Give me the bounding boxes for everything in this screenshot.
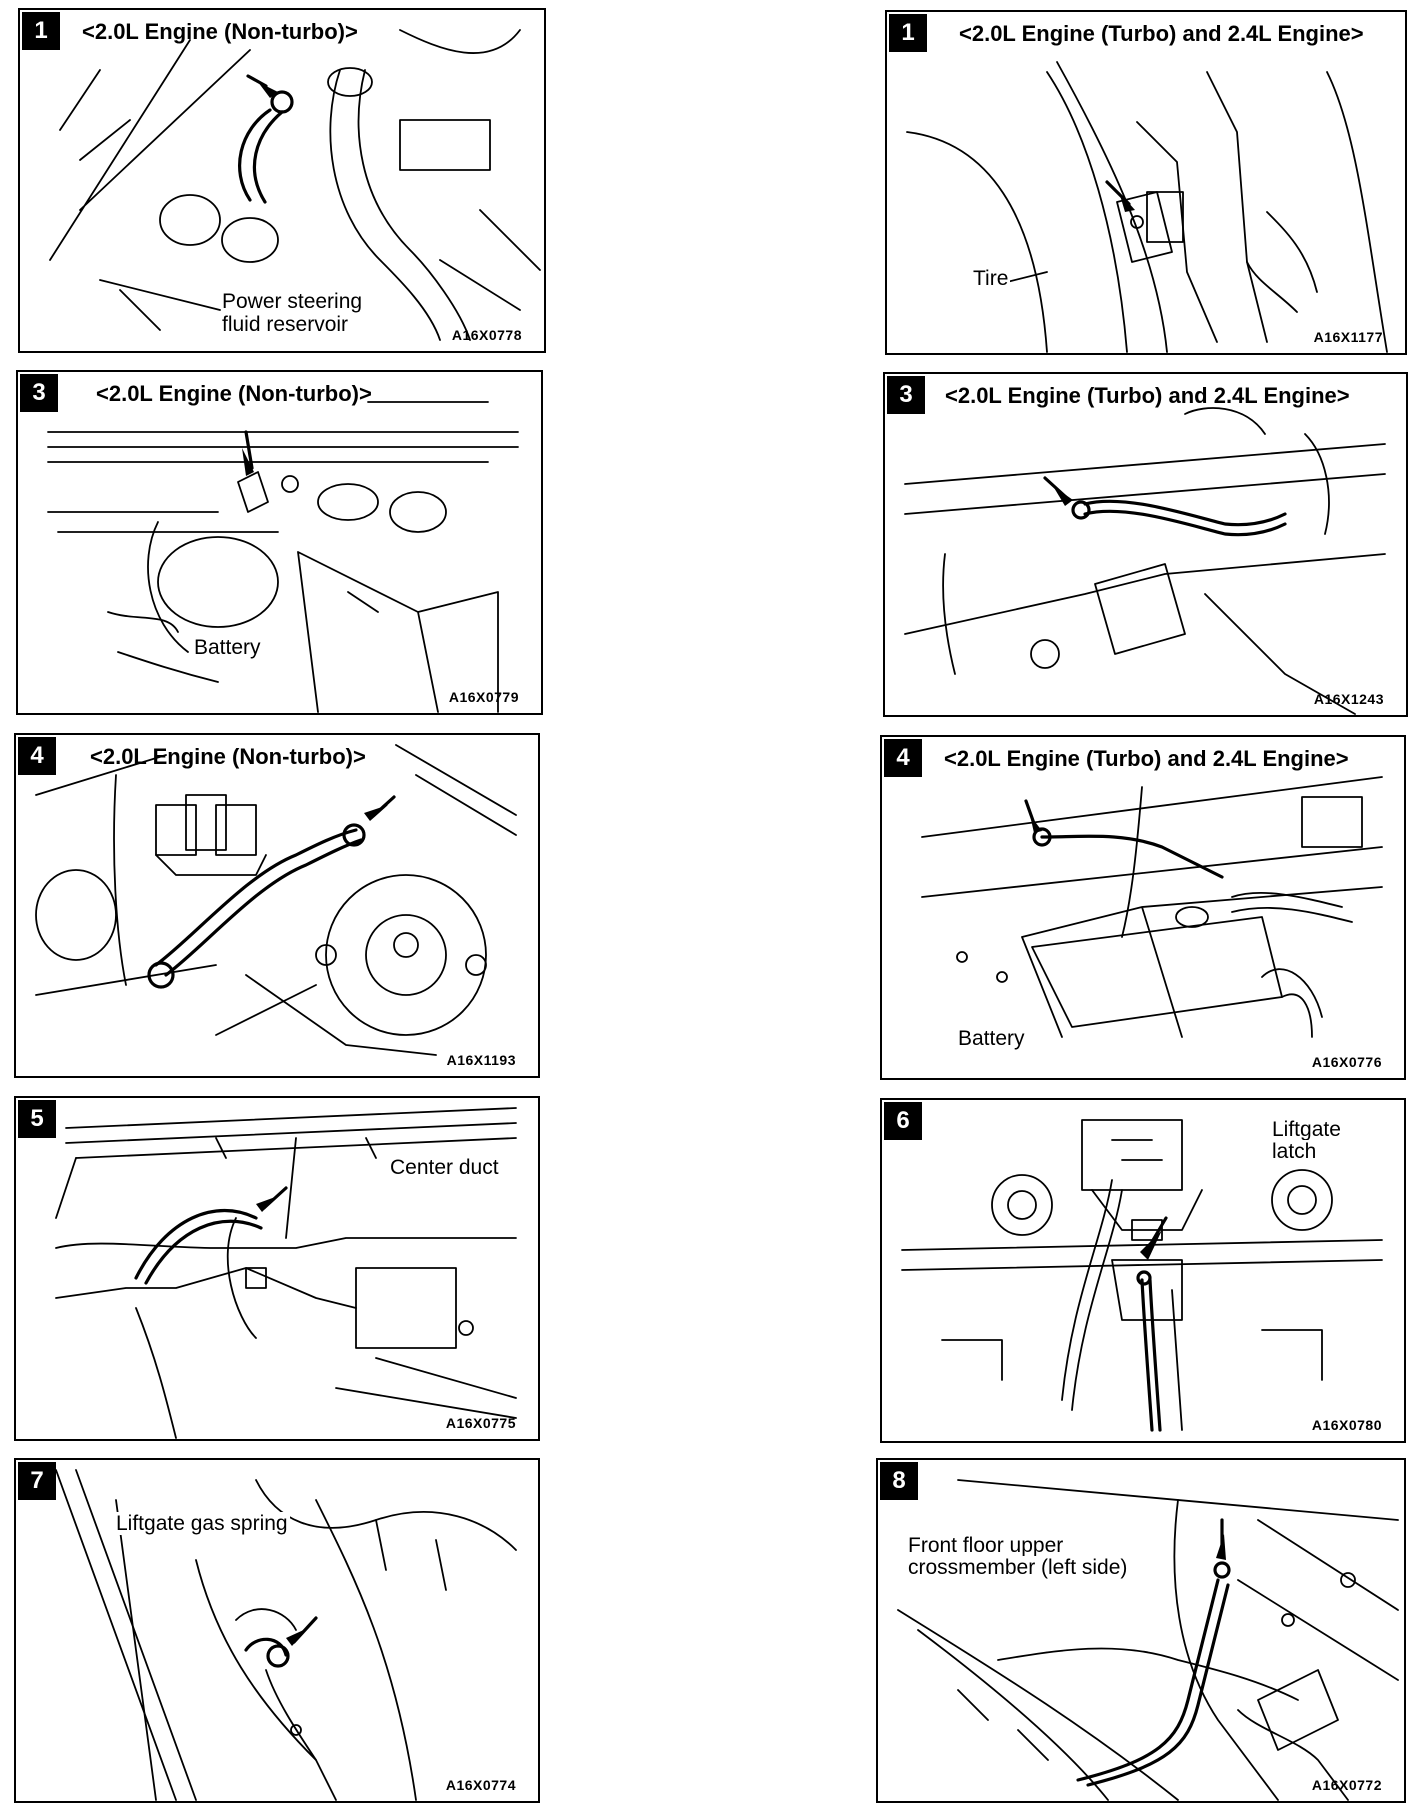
- panel-title: <2.0L Engine (Turbo) and 2.4L Engine>: [944, 746, 1349, 771]
- figure-panel-6: 6 Liftgate latch A16X0780: [880, 1098, 1406, 1443]
- strut-tower-illustration: [35, 744, 517, 1056]
- engine-bay-illustration: [904, 407, 1386, 715]
- step-number-badge: 5: [18, 1100, 56, 1138]
- engine-illustration: [49, 29, 541, 341]
- panel-title: <2.0L Engine (Turbo) and 2.4L Engine>: [959, 21, 1364, 46]
- floor-crossmember-illustration: [897, 1479, 1399, 1801]
- liftgate-latch-illustration: [901, 1119, 1383, 1432]
- label-center-duct: Center duct: [388, 1156, 501, 1179]
- panel-title: <2.0L Engine (Non-turbo)>: [90, 744, 366, 769]
- step-number-badge: 4: [884, 739, 922, 777]
- step-number-badge: 3: [20, 374, 58, 412]
- figure-code: A16X1243: [1313, 691, 1384, 707]
- figure-code: A16X0775: [445, 1415, 516, 1431]
- step-number-badge: 6: [884, 1102, 922, 1140]
- figure-code: A16X0780: [1311, 1417, 1382, 1433]
- figure-panel-5: 5 Center duct A16X0775: [14, 1096, 540, 1441]
- figure-panel-8: 8 Front floor upper crossmember (left si…: [876, 1458, 1406, 1803]
- battery-ground-illustration: [921, 776, 1383, 1038]
- label-battery: Battery: [192, 636, 263, 659]
- liftgate-spring-illustration: [55, 1469, 517, 1801]
- figure-code: A16X0778: [451, 327, 522, 343]
- label-power-steering-line2: fluid reservoir: [222, 313, 349, 336]
- figure-code: A16X1193: [446, 1052, 516, 1068]
- center-duct-illustration: [55, 1107, 517, 1439]
- figure-panel-3-turbo: 3 <2.0L Engine (Turbo) and 2.4L Engine> …: [883, 372, 1408, 717]
- figure-panel-7: 7 Liftgate gas spring A16X0774: [14, 1458, 540, 1803]
- step-number-badge: 1: [889, 14, 927, 52]
- label-liftgate-latch-line2: latch: [1270, 1140, 1319, 1163]
- step-number-badge: 3: [887, 376, 925, 414]
- panel-title: <2.0L Engine (Turbo) and 2.4L Engine>: [945, 383, 1350, 408]
- step-number-badge: 8: [880, 1462, 918, 1500]
- wheel-well-illustration: [906, 61, 1388, 353]
- figure-code: A16X0772: [1311, 1777, 1382, 1793]
- label-tire: Tire: [971, 267, 1011, 290]
- label-battery: Battery: [956, 1027, 1027, 1050]
- panel-title: <2.0L Engine (Non-turbo)>: [96, 381, 372, 406]
- figure-panel-1-non-turbo: 1 <2.0L Engine (Non-turbo)> Power steeri…: [18, 8, 546, 353]
- figure-panel-4-turbo: 4 <2.0L Engine (Turbo) and 2.4L Engine> …: [880, 735, 1406, 1080]
- figure-code: A16X0774: [445, 1777, 516, 1793]
- figure-code: A16X1177: [1313, 329, 1383, 345]
- step-number-badge: 4: [18, 737, 56, 775]
- label-liftgate-gas-spring: Liftgate gas spring: [114, 1512, 290, 1535]
- figure-code: A16X0776: [1311, 1054, 1382, 1070]
- step-number-badge: 7: [18, 1462, 56, 1500]
- battery-area-illustration: [47, 401, 519, 713]
- figure-panel-4-non-turbo: 4 <2.0L Engine (Non-turbo)> A16X1193: [14, 733, 540, 1078]
- figure-panel-1-turbo: 1 <2.0L Engine (Turbo) and 2.4L Engine> …: [885, 10, 1407, 355]
- step-number-badge: 1: [22, 12, 60, 50]
- label-crossmember-line2: crossmember (left side): [906, 1556, 1130, 1579]
- figure-code: A16X0779: [448, 689, 519, 705]
- figure-panel-3-non-turbo: 3 <2.0L Engine (Non-turbo)> Battery A16X…: [16, 370, 543, 715]
- label-crossmember-line1: Front floor upper: [906, 1534, 1066, 1557]
- panel-title: <2.0L Engine (Non-turbo)>: [82, 19, 358, 44]
- label-liftgate-latch-line1: Liftgate: [1270, 1118, 1343, 1141]
- label-power-steering-line1: Power steering: [222, 290, 363, 313]
